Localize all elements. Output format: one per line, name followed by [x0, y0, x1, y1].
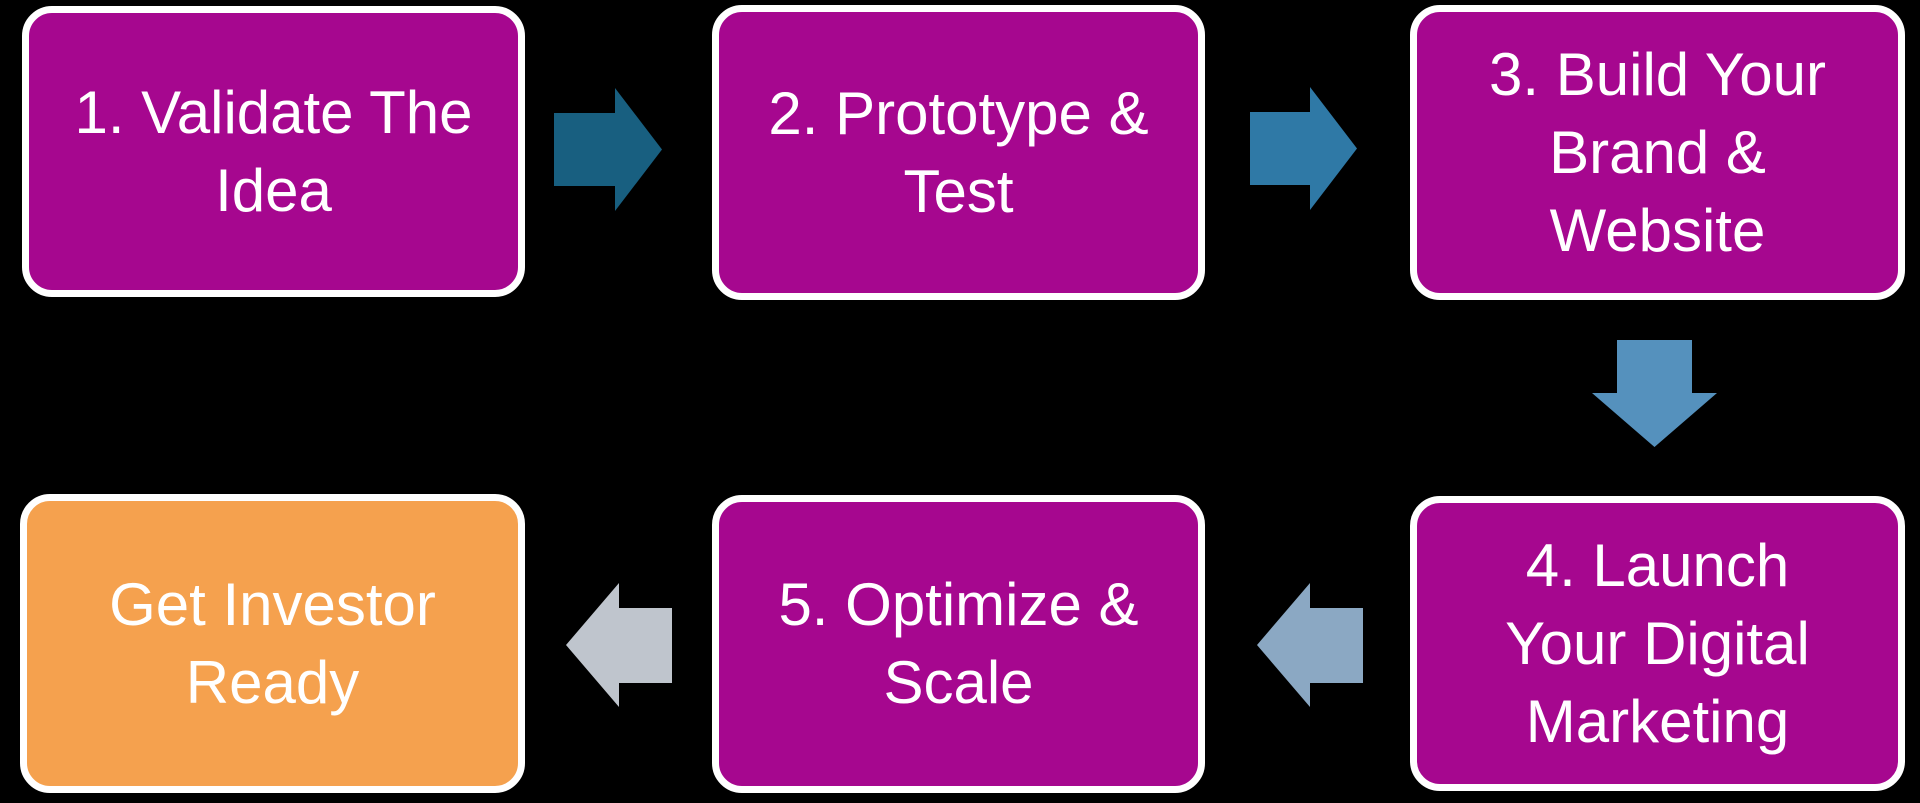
step-label-line: 5. Optimize & — [778, 571, 1139, 638]
step-box-3-build-your-brand-and-website: 3. Build Your Brand & Website — [1410, 5, 1905, 300]
arrow-down-shape — [1592, 340, 1717, 447]
step-label-line: Marketing — [1525, 687, 1790, 755]
step-label-line: Test — [903, 157, 1014, 225]
arrow-right-icon — [1250, 87, 1357, 210]
arrow-right-shape — [554, 88, 662, 211]
step-label-line: 4. Launch — [1525, 531, 1790, 599]
step-label-line: Idea — [215, 156, 332, 224]
final-box-get-investor-ready: Get Investor Ready — [20, 494, 525, 793]
step-label-line: 2. Prototype & — [768, 79, 1149, 147]
step-label: Get Investor Ready — [109, 566, 436, 722]
step-label: 5. Optimize & Scale — [778, 566, 1138, 722]
step-box-2-prototype-and-test: 2. Prototype & Test — [712, 5, 1205, 300]
step-label-line: Get Investor — [109, 570, 436, 638]
step-label: 1. Validate The Idea — [74, 74, 472, 230]
step-label-line: Website — [1549, 196, 1766, 264]
arrow-left-shape — [1257, 583, 1363, 707]
step-label: 4. Launch Your Digital Marketing — [1505, 527, 1810, 761]
arrow-left-shape — [566, 583, 672, 707]
arrow-left-icon — [566, 583, 672, 707]
step-label-line: Ready — [185, 648, 360, 716]
arrow-right-icon — [554, 88, 662, 211]
step-box-1-validate-the-idea: 1. Validate The Idea — [22, 6, 525, 297]
arrow-left-icon — [1257, 583, 1363, 707]
step-box-4-launch-your-digital-marketing: 4. Launch Your Digital Marketing — [1410, 496, 1905, 791]
step-label-line: 3. Build Your — [1489, 40, 1826, 108]
step-label: 3. Build Your Brand & Website — [1489, 36, 1826, 270]
step-label-line: Scale — [883, 649, 1034, 716]
arrow-right-shape — [1250, 87, 1357, 210]
step-box-5-optimize-and-scale: 5. Optimize & Scale — [712, 495, 1205, 793]
step-label: 2. Prototype & Test — [768, 75, 1148, 231]
step-label-line: 1. Validate The — [74, 78, 473, 146]
step-label-line: Brand & — [1549, 118, 1766, 186]
arrow-down-icon — [1592, 340, 1717, 447]
step-label-line: Your Digital — [1505, 609, 1810, 677]
